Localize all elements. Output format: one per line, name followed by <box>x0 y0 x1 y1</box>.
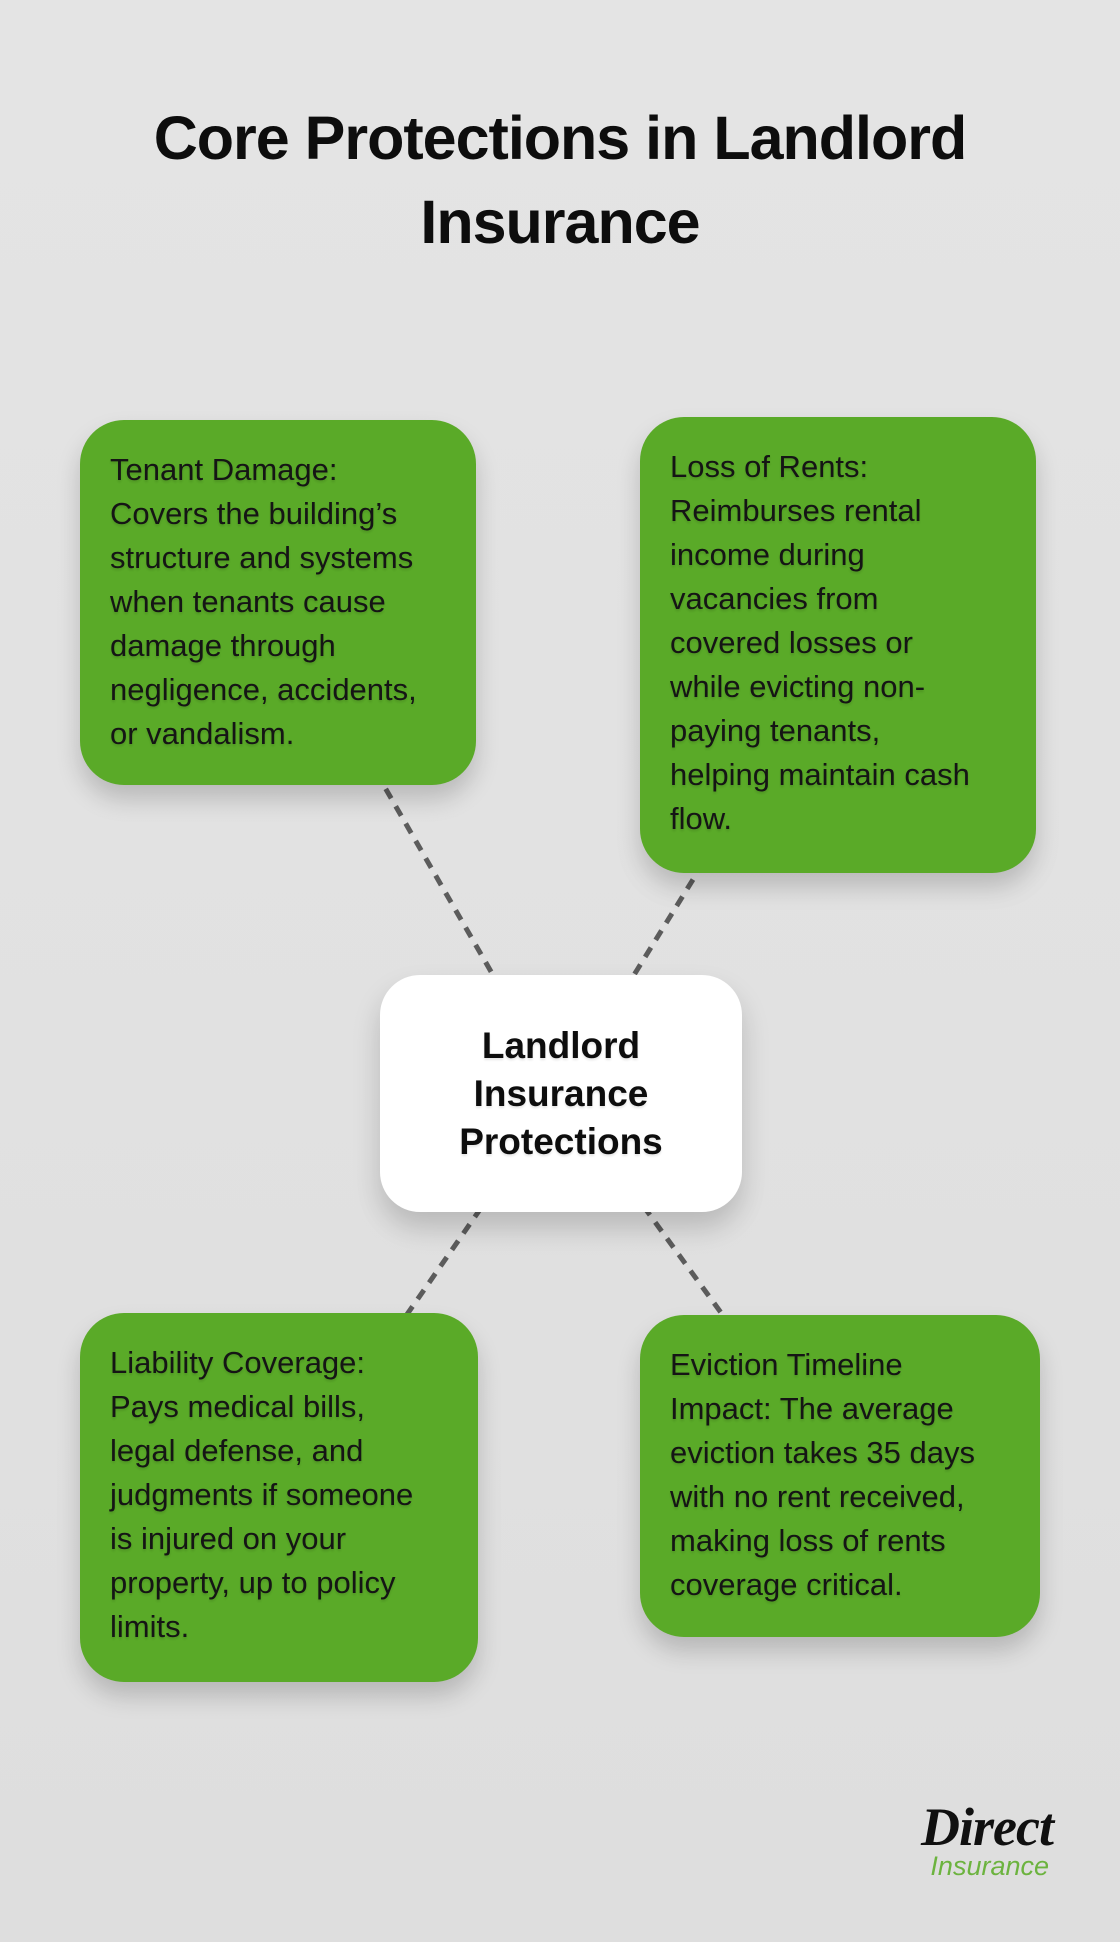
connector-top-left <box>275 600 564 1095</box>
node-eviction-timeline-impact: Eviction Timeline Impact: The average ev… <box>640 1315 1040 1637</box>
node-tenant-damage-text: Tenant Damage: Covers the building’s str… <box>110 452 417 751</box>
node-loss-of-rents-text: Loss of Rents: Reimburses rental income … <box>670 449 970 836</box>
node-loss-of-rents: Loss of Rents: Reimburses rental income … <box>640 417 1036 873</box>
node-liability-coverage-text: Liability Coverage: Pays medical bills, … <box>110 1345 414 1644</box>
node-eviction-timeline-impact-text: Eviction Timeline Impact: The average ev… <box>670 1347 976 1602</box>
node-tenant-damage: Tenant Damage: Covers the building’s str… <box>80 420 476 785</box>
brand-logo: Direct Insurance <box>921 1797 1054 1881</box>
logo-insurance-text: Insurance <box>930 1851 1049 1881</box>
center-node: Landlord Insurance Protections <box>380 975 742 1212</box>
logo-direct-text: Direct <box>921 1797 1054 1857</box>
center-node-label: Landlord Insurance Protections <box>459 1024 663 1162</box>
node-liability-coverage: Liability Coverage: Pays medical bills, … <box>80 1313 478 1682</box>
page-title: Core Protections in Landlord Insurance <box>153 104 968 256</box>
